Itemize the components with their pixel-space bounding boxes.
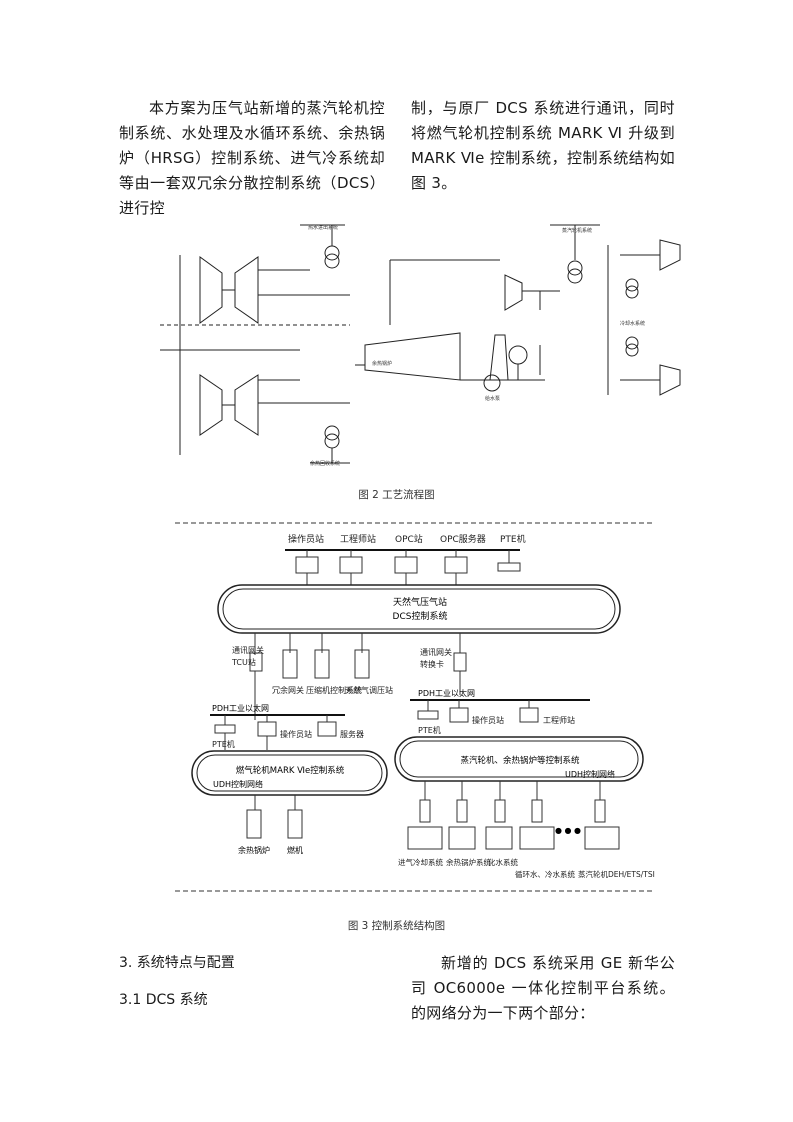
mid-device-4: 天然气调压站 — [345, 685, 393, 695]
left-net-label: PDH工业以太网 — [212, 703, 269, 713]
mid-device-2: 压缩机控制系统 — [306, 685, 362, 695]
right-operator: 操作员站 — [472, 715, 504, 725]
subsection-title: 3.1 DCS 系统 — [119, 992, 208, 1008]
left-ring-subtitle: UDH控制网络 — [213, 779, 263, 789]
svg-text:余热回收系统: 余热回收系统 — [310, 460, 340, 467]
svg-text:转换卡: 转换卡 — [420, 659, 444, 669]
top-station-3: OPC站 — [395, 533, 423, 545]
svg-text:服务器: 服务器 — [340, 729, 364, 739]
process-flow-diagram: 热水进出系统 余热锅炉 给水泵 蒸汽轮机系统 冷却水系统 余热回收系统 — [160, 224, 681, 467]
section-right-text: 新增的 DCS 系统采用 GE 新华公司 OC6000e 一体化控制平台系统。的… — [411, 954, 675, 1022]
top-station-5: PTE机 — [500, 533, 526, 545]
svg-text:通讯网关: 通讯网关 — [420, 647, 452, 657]
fig3-caption: 图 3 控制系统结构图 — [347, 920, 446, 932]
section-title: 3. 系统特点与配置 — [119, 955, 235, 971]
waste-boiler-label: 余热锅炉 — [372, 360, 392, 367]
ellipsis: ● ● ● — [555, 826, 581, 835]
intro-left: 本方案为压气站新增的蒸汽轮机控制系统、水处理及水循环系统、余热锅炉（HRSG）控… — [119, 99, 385, 217]
bottom-right-5: 蒸汽轮机DEH/ETS/TSI — [578, 869, 655, 879]
svg-text:通讯网关: 通讯网关 — [232, 645, 264, 655]
svg-text:冷却水系统: 冷却水系统 — [620, 320, 645, 327]
right-pte: PTE机 — [418, 725, 441, 735]
top-station-2: 工程师站 — [340, 533, 376, 545]
bottom-right-1: 进气冷却系统 — [398, 857, 443, 867]
svg-text:蒸汽轮机系统: 蒸汽轮机系统 — [562, 227, 592, 234]
top-station-4: OPC服务器 — [440, 533, 486, 545]
main-ring-title: 天然气压气站 — [393, 596, 447, 608]
bottom-right-3: 化水系统 — [488, 857, 518, 867]
left-pte: PTE机 — [212, 739, 235, 749]
right-net-label: PDH工业以太网 — [418, 688, 475, 698]
svg-text:热水进出系统: 热水进出系统 — [308, 224, 338, 231]
bottom-right-2: 余热锅炉系统 — [446, 857, 491, 867]
main-ring-subtitle: DCS控制系统 — [393, 610, 448, 622]
bottom-left-2: 燃机 — [287, 845, 303, 855]
feed-pump-label: 给水泵 — [485, 395, 500, 402]
mid-device-1: 冗余网关 — [272, 685, 304, 695]
svg-text:TCU站: TCU站 — [231, 657, 256, 667]
left-operator: 操作员站 — [280, 729, 312, 739]
right-ring-subtitle: UDH控制网络 — [565, 769, 615, 779]
left-ring-title: 燃气轮机MARK Ⅵe控制系统 — [236, 765, 345, 776]
fig2-caption: 图 2 工艺流程图 — [358, 489, 435, 501]
bottom-left-1: 余热锅炉 — [238, 845, 270, 855]
right-engineer: 工程师站 — [543, 715, 575, 725]
top-station-1: 操作员站 — [288, 533, 324, 545]
intro-right: 制，与原厂 DCS 系统进行通讯，同时将燃气轮机控制系统 MARK Ⅵ 升级到 … — [411, 99, 675, 192]
right-ring-title: 蒸汽轮机、余热锅炉等控制系统 — [460, 755, 580, 766]
bottom-right-4: 循环水、冷水系统 — [515, 869, 575, 879]
control-structure-diagram: 操作员站 工程师站 OPC站 OPC服务器 PTE机 天然气压气站 DCS控制系… — [175, 522, 655, 892]
